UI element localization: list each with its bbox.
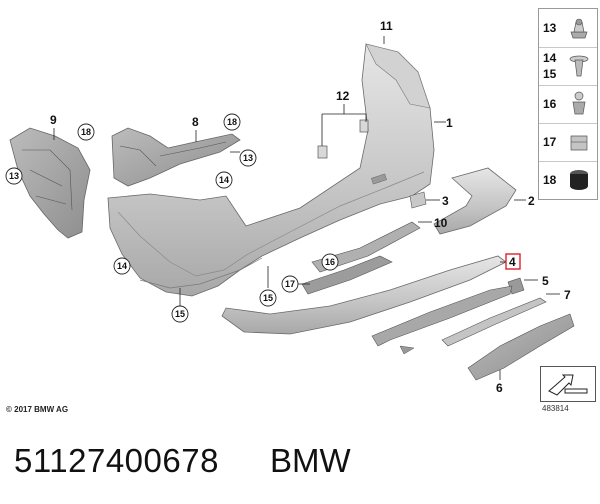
circled-callout-13b: 13 xyxy=(239,149,257,167)
fastener-number: 14 xyxy=(543,51,557,65)
screw-clip-icon xyxy=(572,91,586,115)
clip-nut-icon xyxy=(570,135,588,151)
direction-arrow-icon xyxy=(548,374,588,396)
svg-text:13: 13 xyxy=(9,171,19,181)
svg-text:18: 18 xyxy=(227,117,237,127)
push-nut-icon xyxy=(570,18,588,39)
circled-callout-17: 17 xyxy=(281,275,299,293)
lower-spoiler-part xyxy=(221,255,507,335)
diffuser-insert-part xyxy=(301,255,393,295)
svg-text:15: 15 xyxy=(263,293,273,303)
bracket-left-part xyxy=(9,127,91,239)
side-trim-right-part xyxy=(433,167,517,235)
callout-11: 11 xyxy=(380,19,393,33)
clips-part xyxy=(317,119,369,159)
svg-text:13: 13 xyxy=(243,153,253,163)
fastener-number: 16 xyxy=(543,97,557,111)
guide-strip-part xyxy=(311,221,421,273)
fastener-row-16: 16 xyxy=(539,85,597,124)
expanding-rivet-icon xyxy=(569,55,589,77)
orientation-box xyxy=(540,366,596,402)
callout-6: 6 xyxy=(496,381,503,395)
svg-text:15: 15 xyxy=(175,309,185,319)
callout-8: 8 xyxy=(192,115,199,129)
callout-2: 2 xyxy=(528,194,535,208)
callout-5: 5 xyxy=(542,274,549,288)
callout-7: 7 xyxy=(564,288,571,302)
fastener-row-14-15: 14 15 xyxy=(539,47,597,86)
fastener-number: 17 xyxy=(543,135,557,149)
svg-text:17: 17 xyxy=(285,279,295,289)
svg-text:14: 14 xyxy=(219,175,229,185)
callout-4-highlight-box xyxy=(505,253,521,270)
callout-10: 10 xyxy=(434,216,448,230)
bumper-top-part xyxy=(365,43,431,109)
svg-text:14: 14 xyxy=(117,261,127,271)
small-bracket-part xyxy=(409,191,427,209)
rear-bumper-parts-diagram: 11 1 2 3 10 5 7 6 9 8 12 4 13 18 18 13 1… xyxy=(5,19,575,395)
lower-bracket-part xyxy=(467,313,575,381)
brand-name: BMW xyxy=(270,442,351,479)
fastener-row-18: 18 xyxy=(539,161,597,199)
bumper-trim-panel-part xyxy=(107,43,435,297)
fastener-row-17: 17 xyxy=(539,123,597,162)
copyright-text: © 2017 BMW AG xyxy=(6,405,69,414)
fastener-row-13: 13 xyxy=(539,9,597,48)
circled-callout-14b: 14 xyxy=(113,257,131,275)
circled-callout-15b: 15 xyxy=(259,289,277,307)
circled-callout-18a: 18 xyxy=(77,123,95,141)
lower-strip-part xyxy=(371,285,513,355)
circled-callout-18b: 18 xyxy=(223,113,241,131)
svg-text:16: 16 xyxy=(325,257,335,267)
fastener-legend-panel: 13 14 15 16 17 18 xyxy=(538,8,598,200)
svg-text:18: 18 xyxy=(81,127,91,137)
callout-9: 9 xyxy=(50,113,57,127)
fastener-number: 18 xyxy=(543,173,557,187)
circled-callout-16: 16 xyxy=(321,253,339,271)
part-number: 51127400678 xyxy=(14,442,219,479)
circled-callout-13a: 13 xyxy=(5,167,23,185)
circled-callout-15a: 15 xyxy=(171,305,189,323)
callout-12: 12 xyxy=(336,89,350,103)
fastener-number-2: 15 xyxy=(543,67,557,81)
diagram-id: 483814 xyxy=(542,404,569,413)
callout-1: 1 xyxy=(446,116,453,130)
rubber-buffer-icon xyxy=(570,170,588,190)
chrome-strip-part xyxy=(441,297,547,347)
circled-callout-14a: 14 xyxy=(215,171,233,189)
bracket-center-part xyxy=(111,127,241,187)
callout-3: 3 xyxy=(442,194,449,208)
fastener-number: 13 xyxy=(543,21,557,35)
callout-4: 4 xyxy=(509,255,516,269)
